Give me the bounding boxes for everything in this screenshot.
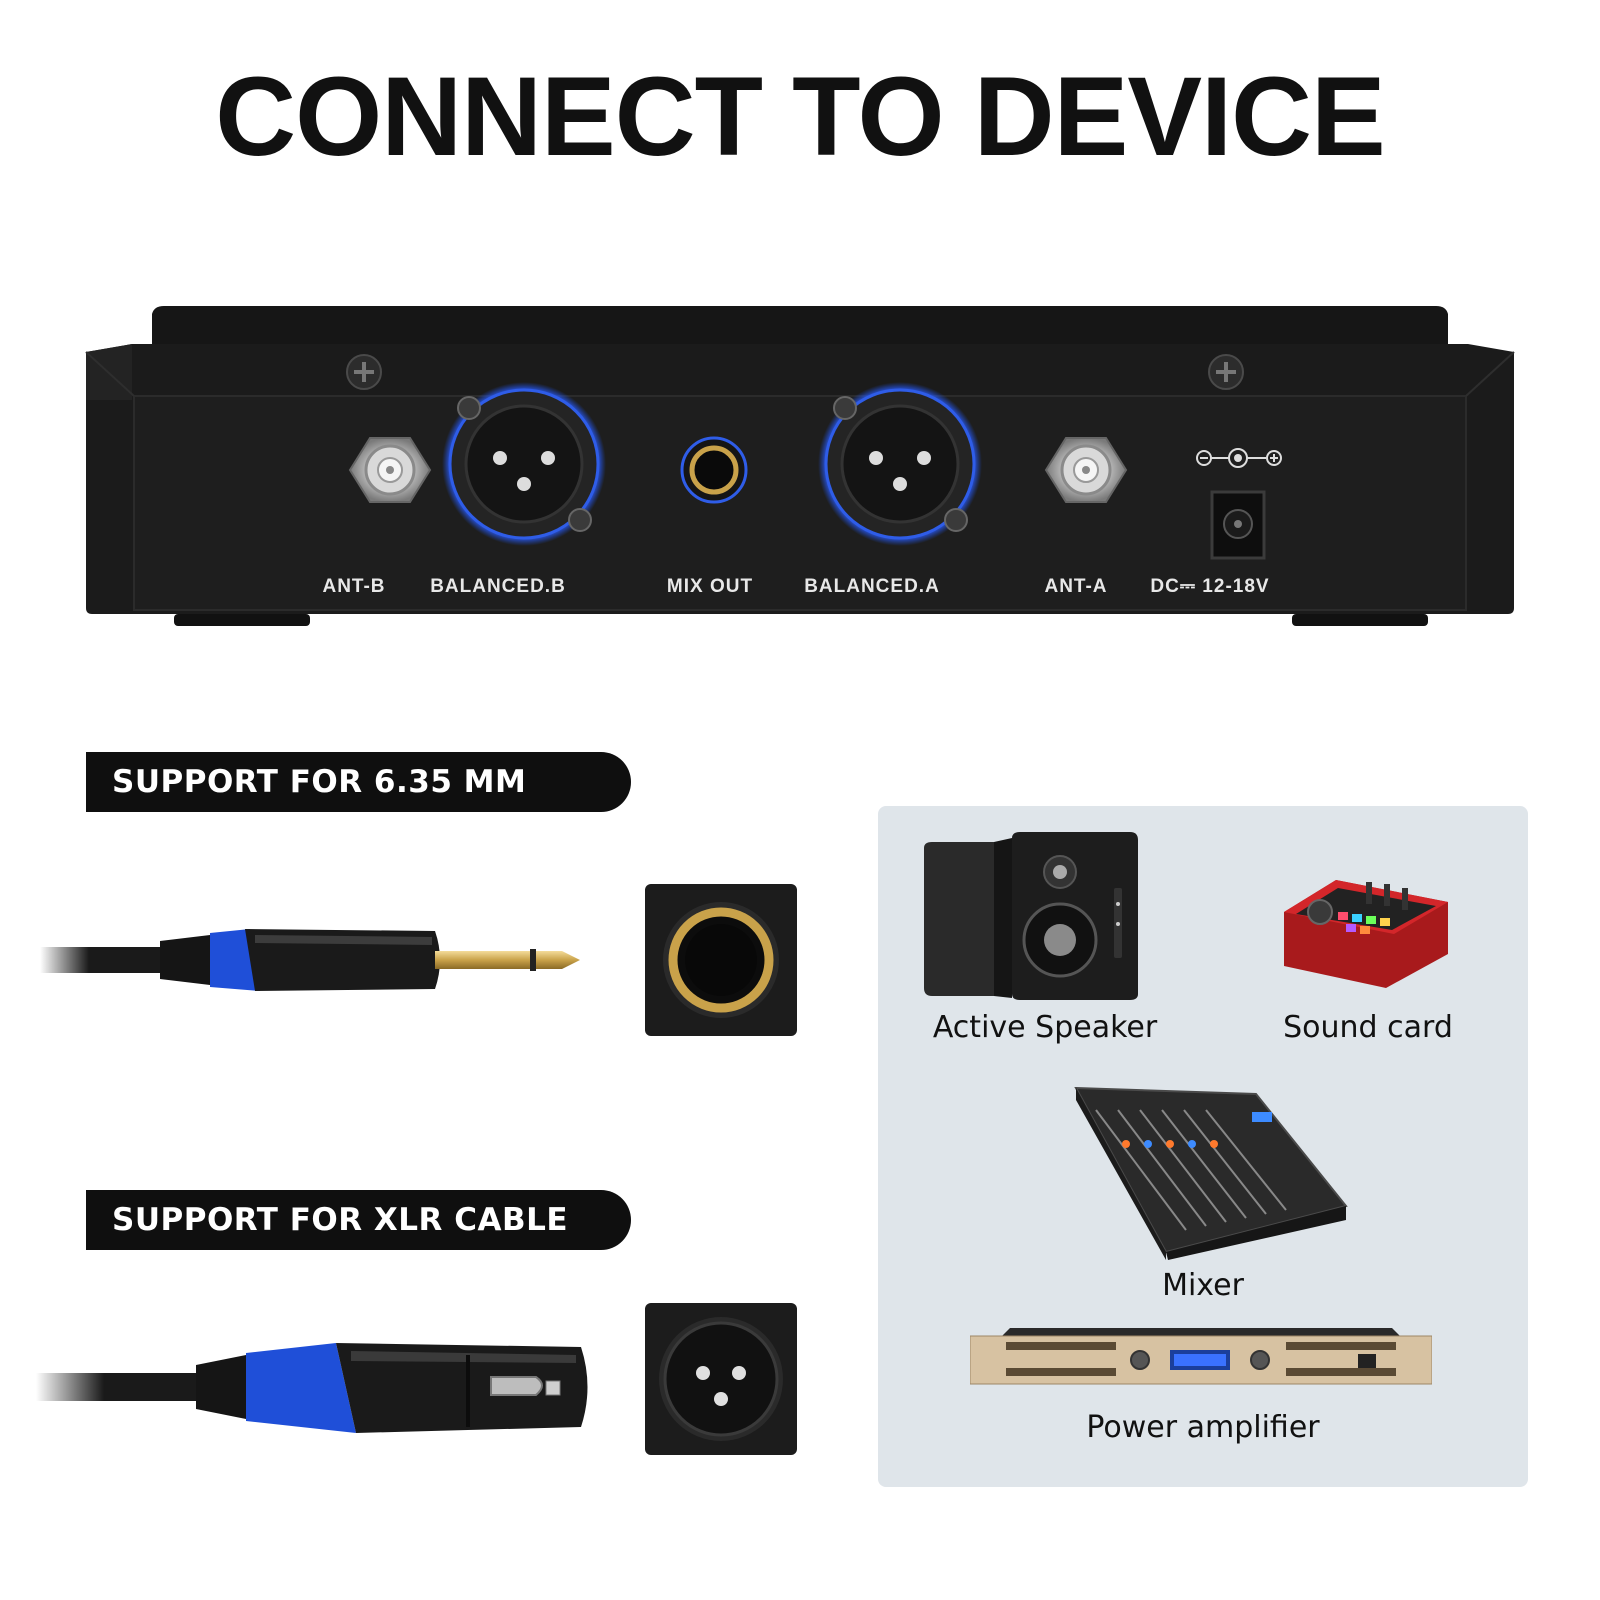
635mm-socket-icon	[645, 884, 797, 1036]
device-label-mixer: Mixer	[1162, 1268, 1244, 1303]
screw-icon	[1208, 354, 1244, 390]
xlr-cable-icon	[36, 1343, 588, 1433]
balanced-b-xlr-icon	[442, 382, 606, 546]
mix-out-jack-icon	[680, 436, 748, 504]
device-label-sound-card: Sound card	[1283, 1010, 1453, 1045]
section-label-xlr-cable: SUPPORT FOR XLR CABLE	[86, 1190, 631, 1250]
ant-b-connector-icon	[348, 437, 432, 503]
device-label-power-amplifier: Power amplifier	[1086, 1410, 1320, 1445]
section-label-635mm-cable: SUPPORT FOR 6.35 MM CABLE	[86, 752, 631, 860]
active-speaker-icon	[924, 832, 1138, 1000]
port-label-ant-a: ANT-A	[1044, 576, 1107, 597]
xlr-socket-icon	[645, 1303, 797, 1455]
port-label-balanced-b: BALANCED.B	[430, 576, 566, 597]
device-label-active-speaker: Active Speaker	[932, 1010, 1158, 1045]
power-amplifier-icon	[970, 1328, 1432, 1385]
port-label-mix-out: MIX OUT	[667, 576, 753, 597]
port-label-balanced-a: BALANCED.A	[804, 576, 940, 597]
page-title: CONNECT TO DEVICE	[215, 54, 1386, 179]
mixer-icon	[1074, 1086, 1348, 1260]
sound-card-icon	[1284, 880, 1448, 988]
635mm-jack-cable-icon	[40, 929, 580, 991]
dc-power-jack-icon	[1210, 490, 1266, 560]
screw-icon	[346, 354, 382, 390]
compatible-devices-panel: Active Speaker Sound card	[878, 806, 1528, 1487]
receiver-back-panel: ANT-B BALANCED.B MIX OUT BALANCED.A ANT-…	[85, 306, 1515, 626]
ant-a-connector-icon	[1044, 437, 1128, 503]
port-label-dc: DC⎓ 12-18V	[1150, 576, 1269, 597]
dc-polarity-icon	[1196, 448, 1282, 468]
balanced-a-xlr-icon	[818, 382, 982, 546]
port-label-ant-b: ANT-B	[322, 576, 385, 597]
